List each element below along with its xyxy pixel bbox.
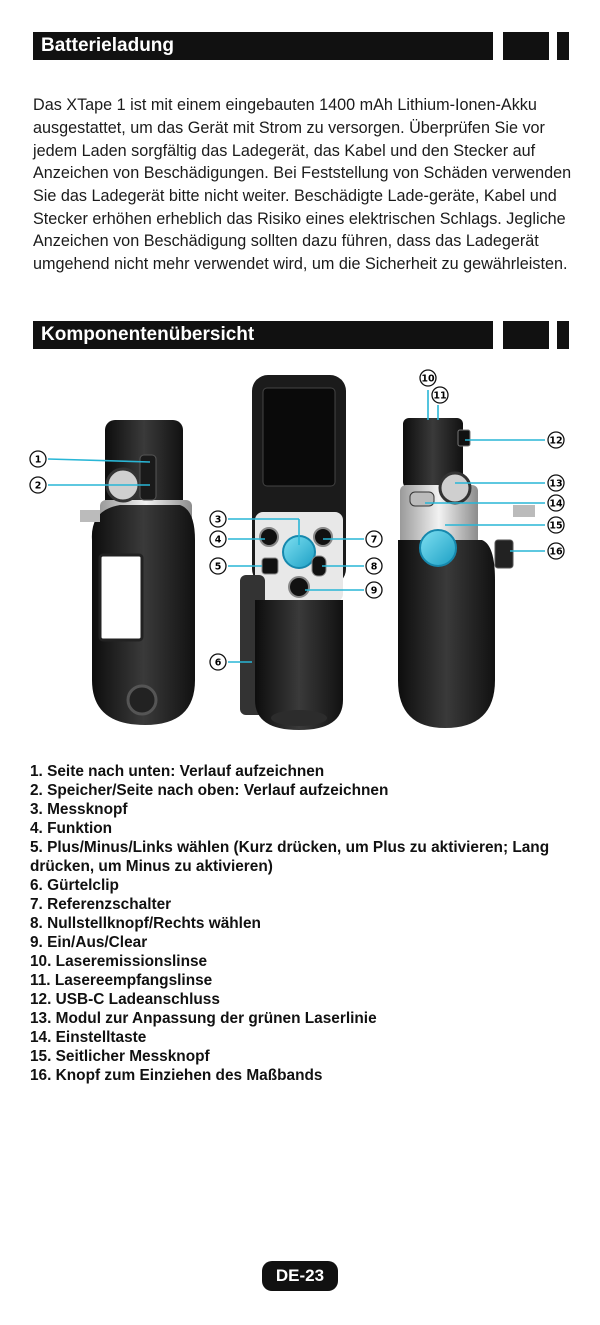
callout-5: 5 (209, 557, 227, 575)
list-item: 5. Plus/Minus/Links wählen (Kurz drücken… (30, 839, 550, 875)
callout-6: 6 (209, 653, 227, 671)
svg-text:10: 10 (421, 373, 435, 384)
callout-12: 12 (547, 431, 565, 449)
list-item: 8. Nullstellknopf/Rechts wählen (30, 915, 261, 932)
component-list: 1. Seite nach unten: Verlauf aufzeichnen… (30, 762, 575, 1085)
svg-text:11: 11 (433, 390, 446, 401)
list-item: 11. Lasereempfangslinse (30, 972, 213, 989)
list-item: 4. Funktion (30, 820, 113, 837)
callout-lines (47, 390, 545, 663)
callout-13: 13 (547, 474, 565, 492)
list-item: 9. Ein/Aus/Clear (30, 934, 148, 951)
list-item: 1. Seite nach unten: Verlauf aufzeichnen (30, 763, 325, 780)
list-item: 15. Seitlicher Messknopf (30, 1048, 210, 1065)
callout-8: 8 (365, 557, 383, 575)
list-item: 16. Knopf zum Einziehen des Maßbands (30, 1067, 323, 1084)
list-item: 12. USB-C Ladeanschluss (30, 991, 220, 1008)
page-number-badge: DE-23 (262, 1261, 338, 1291)
component-overview-figure: 1 2 3 4 5 6 7 8 9 10 11 12 13 14 15 16 (29, 369, 565, 730)
callout-4: 4 (209, 530, 227, 548)
svg-text:7: 7 (371, 534, 378, 545)
section-header-components: Komponentenübersicht (33, 321, 569, 349)
header-decor-block (503, 321, 549, 349)
device-side-right-illustration (398, 418, 535, 728)
svg-text:2: 2 (35, 480, 42, 491)
svg-text:16: 16 (549, 546, 563, 557)
callout-14: 14 (547, 494, 565, 512)
svg-text:8: 8 (371, 561, 378, 572)
svg-text:1: 1 (35, 454, 42, 465)
header-decor-stripe (557, 321, 569, 349)
callout-10: 10 (419, 369, 437, 387)
list-item: 7. Referenzschalter (30, 896, 172, 913)
callout-15: 15 (547, 516, 565, 534)
device-side-left-illustration (80, 420, 195, 725)
callout-3: 3 (209, 510, 227, 528)
list-item: 6. Gürtelclip (30, 877, 119, 894)
svg-text:12: 12 (549, 435, 562, 446)
svg-text:15: 15 (549, 520, 562, 531)
callout-markers: 1 2 3 4 5 6 7 8 9 10 11 12 13 14 15 16 (29, 369, 565, 671)
section-title-components: Komponentenübersicht (33, 321, 493, 349)
section-title-battery: Batterieladung (33, 32, 493, 60)
svg-text:3: 3 (215, 514, 222, 525)
callout-2: 2 (29, 476, 47, 494)
list-item: 14. Einstelltaste (30, 1029, 147, 1046)
list-item: 13. Modul zur Anpassung der grünen Laser… (30, 1010, 377, 1027)
callout-16: 16 (547, 542, 565, 560)
svg-text:13: 13 (549, 478, 562, 489)
callout-9: 9 (365, 581, 383, 599)
svg-text:6: 6 (215, 657, 222, 668)
list-item: 10. Laseremissionslinse (30, 953, 208, 970)
callout-1: 1 (29, 450, 47, 468)
device-front-illustration (240, 375, 346, 730)
svg-text:14: 14 (549, 498, 563, 509)
header-decor-block (503, 32, 549, 60)
list-item: 3. Messknopf (30, 801, 128, 818)
list-item: 2. Speicher/Seite nach oben: Verlauf auf… (30, 782, 389, 799)
battery-paragraph: Das XTape 1 ist mit einem eingebauten 14… (33, 96, 572, 274)
svg-text:4: 4 (215, 534, 222, 545)
callout-7: 7 (365, 530, 383, 548)
svg-text:5: 5 (215, 561, 222, 572)
section-header-battery: Batterieladung (33, 32, 569, 60)
header-decor-stripe (557, 32, 569, 60)
svg-text:9: 9 (371, 585, 378, 596)
callout-11: 11 (431, 386, 449, 404)
